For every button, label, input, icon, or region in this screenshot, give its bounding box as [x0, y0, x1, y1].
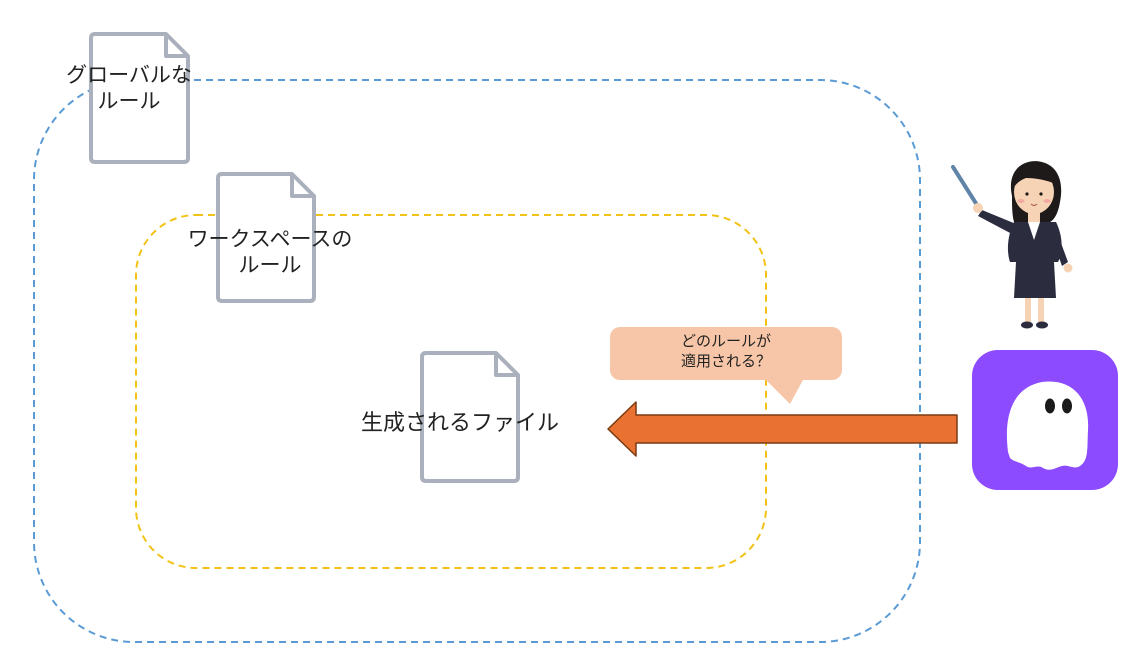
question-bubble-text: どのルールが 適用される？: [610, 331, 842, 372]
generated-file-document-icon: [420, 351, 520, 483]
left-arrow-icon: [607, 401, 958, 457]
ghost-app-icon: [972, 350, 1118, 490]
workspace-rule-label: ワークスペースの ルール: [160, 226, 380, 279]
global-rule-document-icon: [89, 32, 190, 164]
teacher-pointing-illustration: [951, 161, 1073, 329]
global-scope-border: [33, 79, 921, 643]
question-speech-bubble: [610, 327, 842, 404]
global-rule-label: グローバルな ルール: [40, 62, 218, 115]
workspace-rule-label-line2: ルール: [238, 253, 302, 278]
workspace-rule-document-icon: [216, 172, 316, 303]
global-rule-label-line1: グローバルな: [66, 63, 192, 87]
global-rule-label-line2: ルール: [97, 89, 161, 114]
workspace-scope-border: [135, 214, 767, 569]
generated-file-label-text: 生成されるファイル: [360, 411, 559, 436]
workspace-rule-label-line1: ワークスペースの: [187, 227, 353, 251]
question-line1: どのルールが: [680, 332, 771, 350]
question-line2: 適用される？: [680, 352, 771, 371]
generated-file-label: 生成されるファイル: [330, 410, 590, 438]
